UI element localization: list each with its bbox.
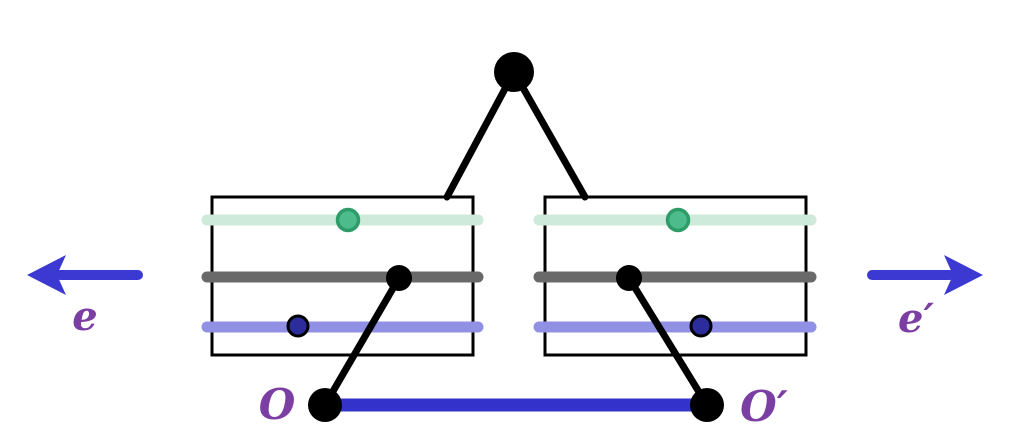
- right-navy-event-dot: [689, 314, 713, 338]
- left-observer-worldline: [321, 274, 403, 409]
- right-observer-worldline: [625, 274, 711, 409]
- label-o-prime: O′: [740, 382, 788, 431]
- right-direction-arrow-icon: [867, 255, 983, 295]
- right-green-event-dot: [665, 207, 691, 233]
- label-e: e: [72, 293, 97, 340]
- left-arrow-head: [27, 255, 66, 295]
- left-green-event-dot: [335, 207, 361, 233]
- label-o: O: [259, 380, 296, 429]
- left-direction-arrow-icon: [27, 255, 143, 295]
- apex-edge-right: [510, 68, 589, 201]
- right-arrow-head: [944, 255, 983, 295]
- label-e-prime: e′: [898, 295, 934, 342]
- left-navy-event-dot: [286, 314, 310, 338]
- observer-o-dot: [308, 388, 342, 422]
- left-gray-line-event-dot: [386, 265, 412, 291]
- apex-event-dot: [494, 52, 534, 92]
- apex-edge-left: [443, 68, 518, 201]
- right-gray-line-event-dot: [616, 265, 642, 291]
- observer-o-prime-dot: [690, 388, 724, 422]
